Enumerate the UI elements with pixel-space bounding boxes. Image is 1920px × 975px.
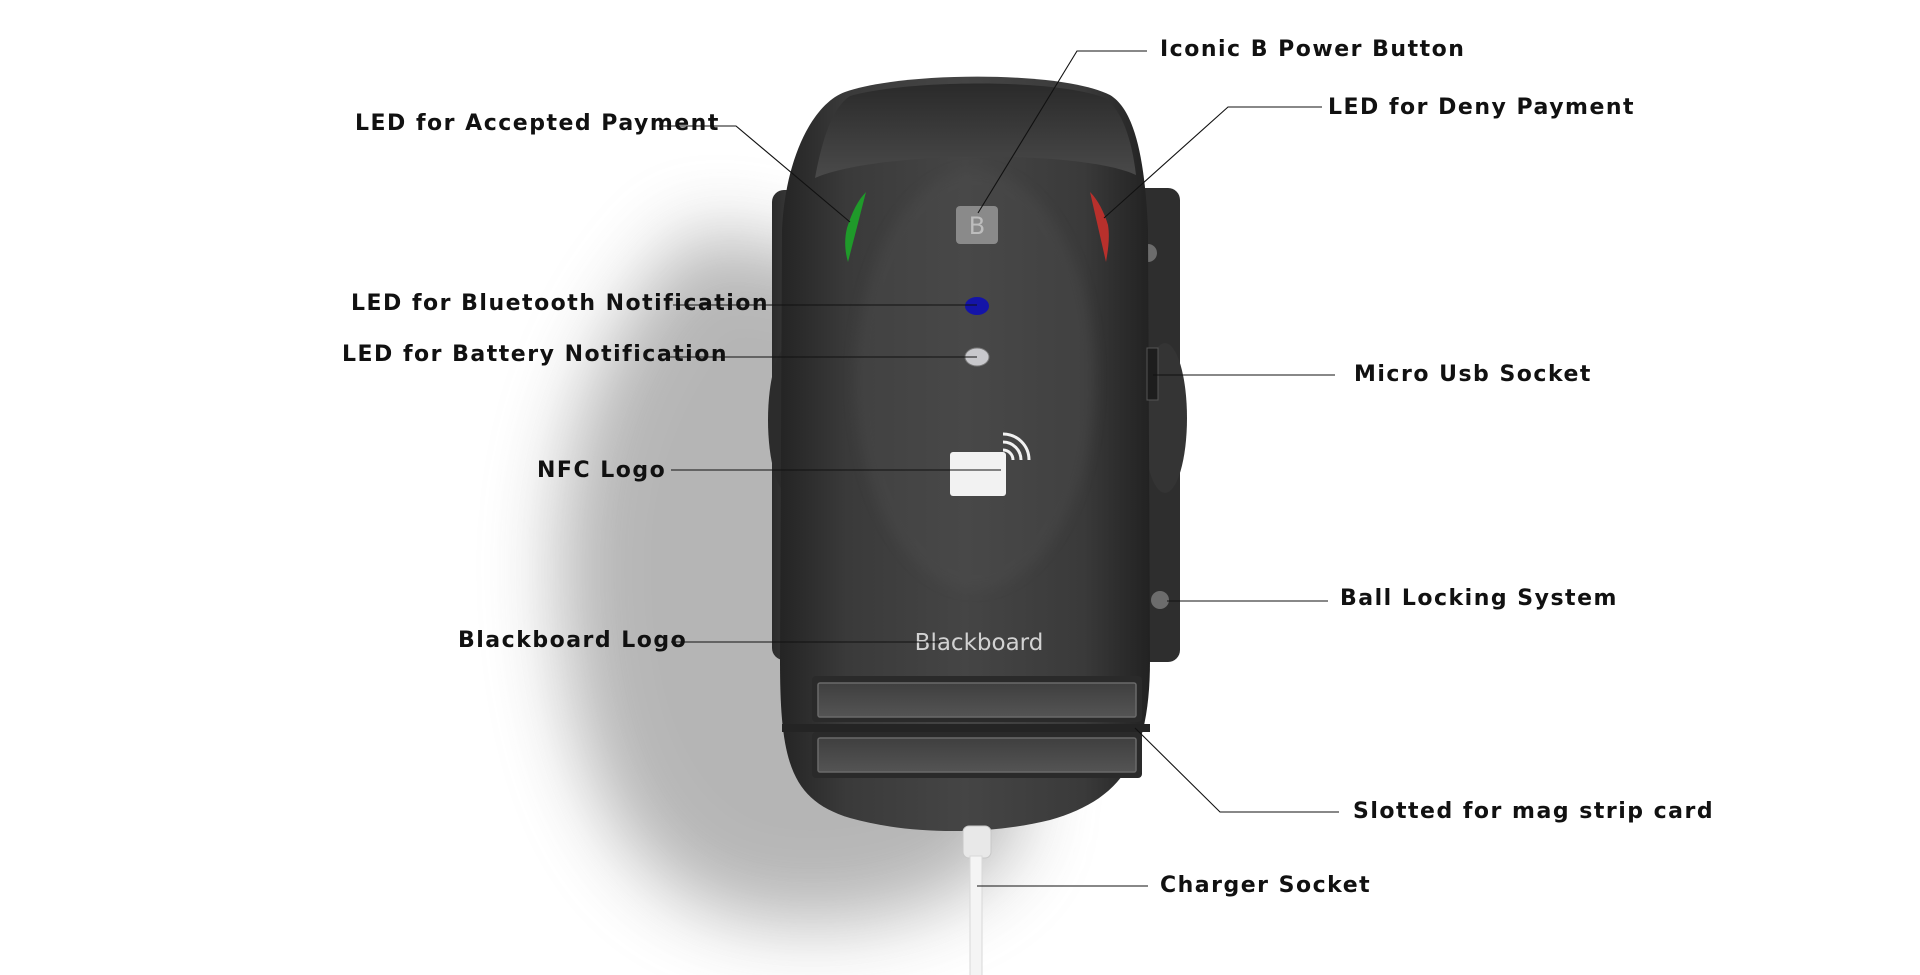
label-power-button: Iconic B Power Button — [1160, 37, 1466, 62]
top-lip — [815, 83, 1136, 178]
label-battery-led: LED for Battery Notification — [342, 342, 728, 367]
mag-strip-card-slot[interactable] — [782, 676, 1150, 778]
label-accepted-led: LED for Accepted Payment — [355, 111, 720, 136]
nfc-icon — [950, 432, 1031, 496]
leader-lines — [659, 50, 1339, 887]
label-charger: Charger Socket — [1160, 873, 1372, 898]
label-bluetooth-led: LED for Bluetooth Notification — [351, 291, 770, 316]
micro-usb-socket[interactable] — [1146, 347, 1159, 401]
label-brand-logo: Blackboard Logo — [458, 628, 688, 653]
blackboard-logo: Blackboard — [915, 630, 1044, 656]
leader-accepted-led — [659, 125, 851, 223]
deny-payment-led — [1090, 192, 1109, 262]
leader-card-slot — [1134, 727, 1339, 813]
face-highlight — [855, 170, 1095, 590]
label-ball-locking: Ball Locking System — [1340, 586, 1618, 611]
leader-deny-led — [1103, 106, 1322, 219]
power-button[interactable]: B — [956, 206, 998, 244]
power-button-icon: B — [969, 212, 985, 240]
label-micro-usb: Micro Usb Socket — [1354, 362, 1592, 387]
label-nfc-logo: NFC Logo — [537, 458, 667, 483]
label-deny-led: LED for Deny Payment — [1328, 95, 1636, 120]
bluetooth-led — [965, 297, 989, 315]
charger-cable — [962, 825, 992, 975]
accepted-payment-led — [845, 192, 866, 262]
leader-power-button — [977, 50, 1147, 214]
label-card-slot: Slotted for mag strip card — [1353, 799, 1715, 824]
